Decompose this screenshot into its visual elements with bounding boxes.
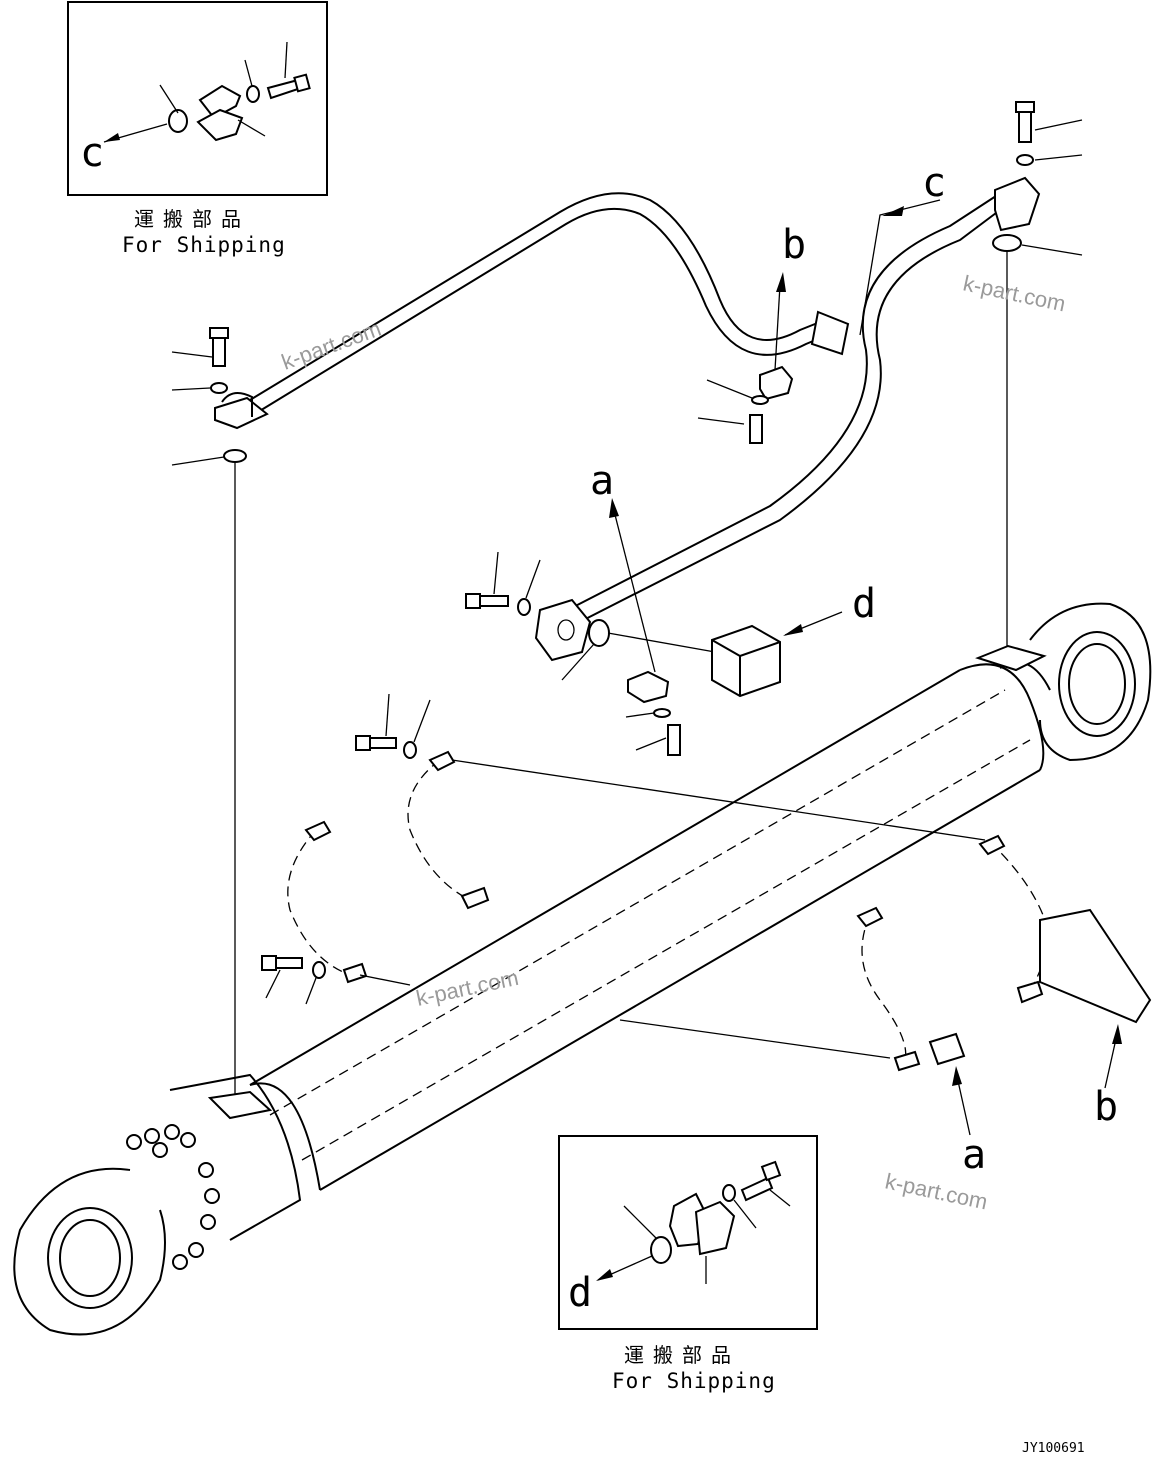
pad-left xyxy=(207,1090,273,1120)
head-cover xyxy=(169,1073,302,1241)
bracket-2 xyxy=(287,829,351,976)
watermark-3: k-part.com xyxy=(414,965,521,1011)
bolt-shank-right-top xyxy=(1018,111,1032,143)
washer-bracket-2 xyxy=(312,961,326,979)
bolt-clamp-upper xyxy=(749,414,763,444)
rod-eye-right xyxy=(1029,602,1152,762)
inset-top-o-ring xyxy=(168,109,188,133)
clamp-a-upper: a xyxy=(590,458,681,756)
drawing-code: JY100691 xyxy=(1022,1441,1085,1456)
bolt-head-right-top xyxy=(1015,101,1035,113)
washer-clamp-upper xyxy=(751,395,769,405)
washer-right-top xyxy=(1016,154,1034,166)
inset-top-caption-jp: 運搬部品 xyxy=(134,207,250,231)
washer-bracket-1 xyxy=(403,741,417,759)
head-bolts xyxy=(126,1124,220,1270)
clamp-b-upper: b xyxy=(697,222,806,444)
inset-bottom-ref-letter: d xyxy=(568,1270,592,1316)
ref-label-b-upper: b xyxy=(782,222,806,268)
bolt-shank-bracket-2 xyxy=(275,957,303,969)
clamp-block-a-lower xyxy=(928,1032,966,1066)
watermark-2: k-part.com xyxy=(961,270,1068,316)
inset-bottom-shipping: d 運搬部品 For Shipping xyxy=(558,1135,818,1393)
bolt-shank-left-top xyxy=(212,337,226,367)
bolt-head-bracket-2 xyxy=(261,955,277,971)
bolt-head-bracket-1 xyxy=(355,735,371,751)
bolt-head-mid xyxy=(465,593,481,609)
washer-left-top xyxy=(210,382,228,394)
bolt-shank-bracket-1 xyxy=(369,737,397,749)
protect-block-d xyxy=(711,624,781,698)
inset-bottom-o-ring xyxy=(650,1236,672,1264)
clamp-brackets: a b xyxy=(261,693,1152,1178)
inset-bottom-caption-jp: 運搬部品 xyxy=(624,1343,740,1367)
pipe-long-outer xyxy=(559,209,1001,633)
pad-right xyxy=(975,644,1047,672)
inset-top-caption-en: For Shipping xyxy=(122,233,286,257)
inset-top-bolt-head xyxy=(293,73,311,93)
ref-label-c-pipe: c xyxy=(922,160,946,206)
o-ring-left-top xyxy=(223,449,247,463)
barrel-top-edge xyxy=(249,669,961,1086)
bracket-3 xyxy=(861,914,907,1061)
right-top-fasteners xyxy=(992,101,1083,650)
inset-bottom-bolt xyxy=(740,1176,774,1202)
barrel-bottom-edge xyxy=(319,769,1041,1191)
clamp-block-a-upper xyxy=(627,670,670,704)
bracket-4 xyxy=(989,841,1047,991)
inset-top-frame xyxy=(67,1,328,196)
pipe-upper-outer xyxy=(249,192,826,401)
inset-top-washer xyxy=(246,85,260,103)
inset-bottom-washer xyxy=(722,1184,736,1202)
c-arrow-pipe: c xyxy=(859,160,946,336)
pipe-upper-inner xyxy=(257,207,831,413)
pipe-right-elbow xyxy=(994,176,1041,232)
left-top-fasteners xyxy=(171,327,247,1095)
ref-label-a-upper: a xyxy=(590,458,614,504)
inset-bottom-frame xyxy=(558,1135,818,1330)
clamp-block-upper xyxy=(759,365,794,401)
washer-mid xyxy=(517,598,531,616)
clamp-plate-b xyxy=(1039,908,1152,1024)
pipe-long-inner xyxy=(551,195,997,619)
bolt-head-left-top xyxy=(209,327,229,339)
bottom-eye-left xyxy=(13,1167,166,1336)
inset-bottom-caption-en: For Shipping xyxy=(612,1369,776,1393)
pipe-left-flange xyxy=(214,396,269,430)
inset-top-ref-letter: c xyxy=(80,130,104,176)
o-ring-mid xyxy=(588,619,610,647)
inset-bottom-split-flange-right xyxy=(694,1200,736,1256)
washer-a-upper xyxy=(653,708,671,718)
bracket-1 xyxy=(407,759,471,901)
pipe-mid-flange xyxy=(810,310,850,356)
ref-label-a-lower: a xyxy=(962,1132,986,1178)
hydraulic-cylinder xyxy=(13,602,1152,1336)
hydraulic-pipe-upper xyxy=(214,176,1041,662)
bolt-a-upper xyxy=(667,724,681,756)
o-ring-right-top xyxy=(992,234,1022,252)
bolt-shank-mid xyxy=(479,595,509,607)
inset-top-shipping: c 運搬部品 For Shipping xyxy=(67,1,328,257)
ref-label-d-block: d xyxy=(852,581,876,627)
inset-top-split-flange-lower xyxy=(196,108,244,142)
ref-label-b-lower: b xyxy=(1094,1084,1118,1130)
spare-block-d: d xyxy=(607,581,876,698)
inset-bottom-bolt-head xyxy=(760,1160,782,1182)
flange-fasteners-mid xyxy=(465,551,610,681)
pipe-lower-flange xyxy=(534,598,592,662)
